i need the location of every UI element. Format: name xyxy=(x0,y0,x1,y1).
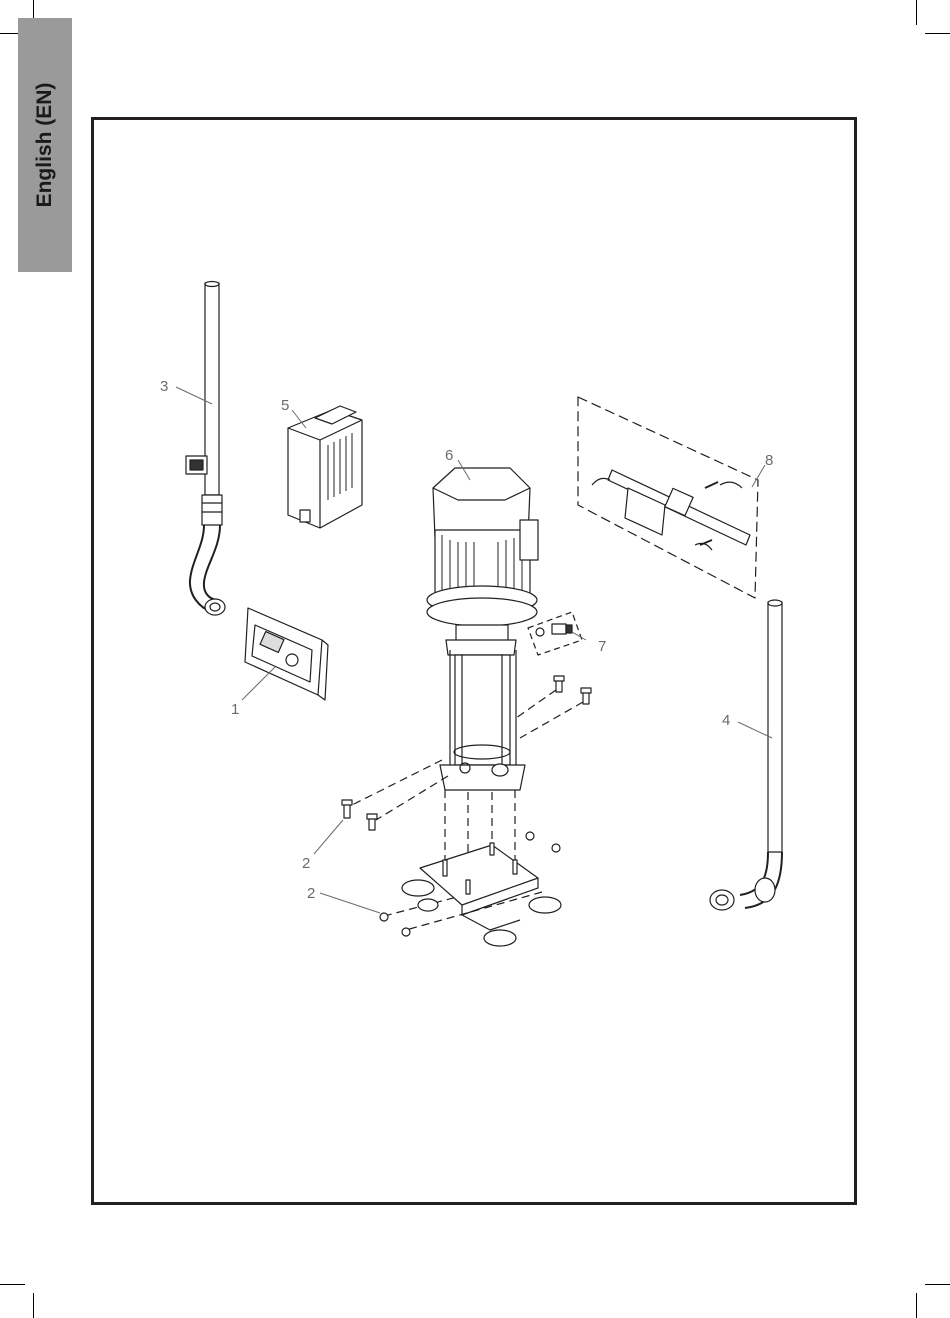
discharge-pipe-part-4 xyxy=(710,600,782,910)
callout-8: 8 xyxy=(765,452,773,469)
frequency-converter-part-5 xyxy=(288,406,362,528)
callout-1: 1 xyxy=(231,701,239,718)
motor-part-6 xyxy=(427,468,538,626)
bracket-part-8 xyxy=(578,397,758,598)
control-panel-part-1 xyxy=(245,608,328,700)
base-plate xyxy=(402,843,561,946)
pump-column xyxy=(440,625,525,790)
suction-pipe-part-3 xyxy=(186,282,225,616)
callout-2-screws: 2 xyxy=(302,855,310,872)
callout-4: 4 xyxy=(722,712,730,729)
callout-3: 3 xyxy=(160,378,168,395)
callout-6: 6 xyxy=(445,447,453,464)
callout-7: 7 xyxy=(598,638,606,655)
callout-5: 5 xyxy=(281,397,289,414)
callout-2-nuts: 2 xyxy=(307,885,315,902)
